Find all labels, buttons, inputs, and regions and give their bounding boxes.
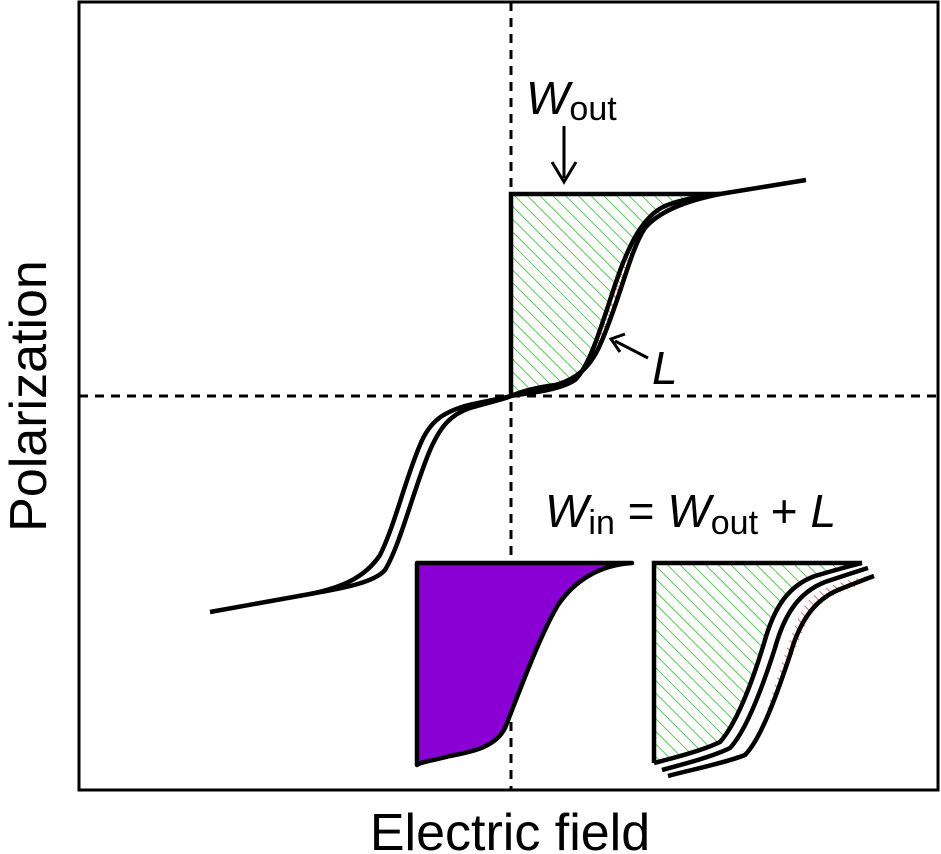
loss-label: L <box>652 342 678 394</box>
inset-recovered-energy-region <box>654 563 862 763</box>
inset-charge-curve <box>667 573 875 779</box>
y-axis-label: Polarization <box>0 260 58 532</box>
loss-arrow-icon <box>608 332 649 360</box>
saturation-edge <box>508 191 720 396</box>
x-axis-label: Electric field <box>370 804 650 854</box>
inset-saturation-edge <box>651 560 862 763</box>
inset-discharge-curve-shifted <box>661 565 869 773</box>
energy-balance-equation: Win = Wout + L <box>545 485 836 542</box>
inset-discharge-curve <box>653 560 863 766</box>
energy-loss-region <box>511 194 720 396</box>
input-energy-region <box>414 560 635 768</box>
w-out-arrow-icon <box>550 126 578 185</box>
charge-branch-curve <box>309 191 721 597</box>
w-out-label: Wout <box>526 72 617 128</box>
